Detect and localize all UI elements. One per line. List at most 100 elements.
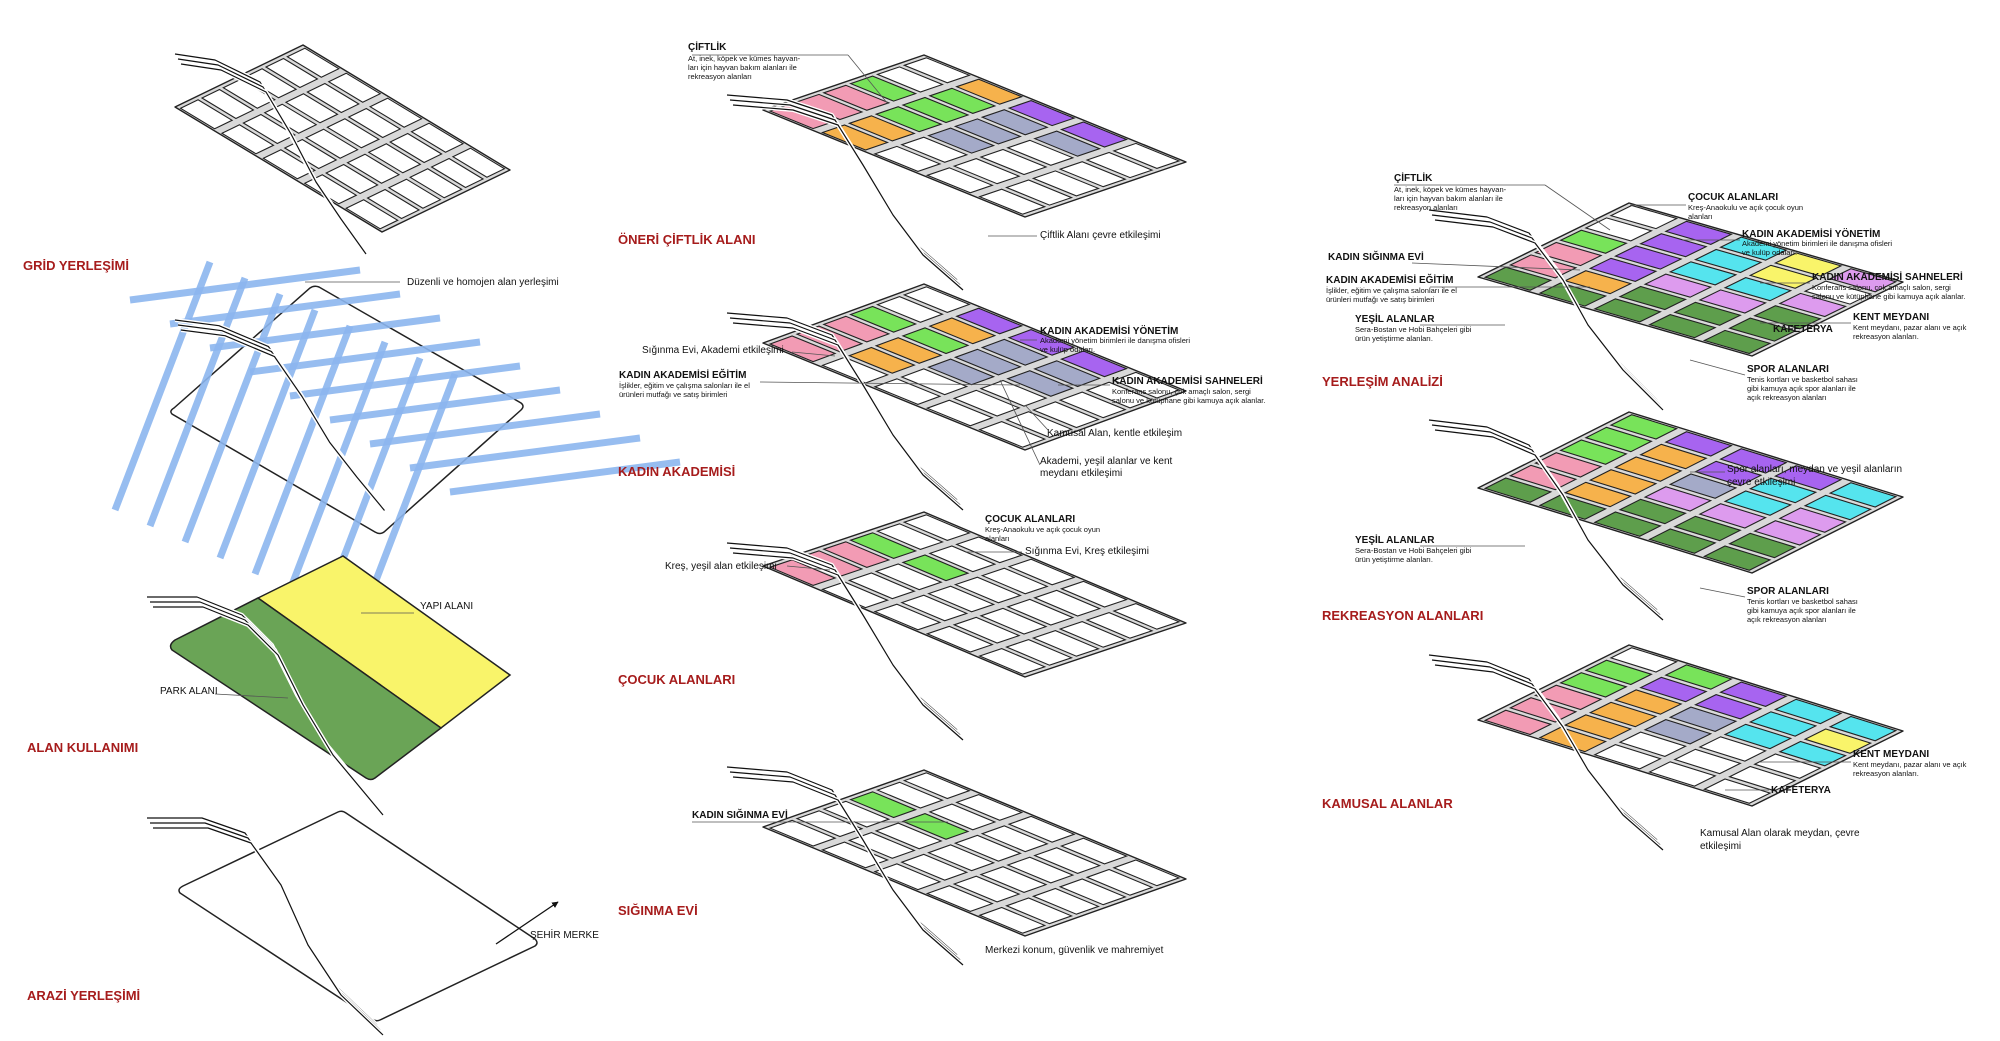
terrain-block: ŞEHİR MERKE ARAZİ YERLEŞİMİ: [27, 810, 599, 1037]
grid-cell: [1588, 469, 1658, 495]
title-siginma-evi: SIĞINMA EVİ: [618, 903, 698, 918]
grid-cell: [901, 327, 970, 355]
k-note-2: etkileşimi: [1700, 841, 1741, 852]
grid-cell: [849, 532, 918, 559]
y-children-desc-1: Kreş-Anaokulu ve açık çocuk oyun: [1688, 203, 1803, 212]
title-kamusal: KAMUSAL ALANLAR: [1322, 796, 1453, 811]
leader-line: [791, 351, 836, 357]
y-green-heading: YEŞİL ALANLAR: [1355, 312, 1435, 325]
road-path: [726, 541, 965, 742]
grid-cell: [952, 616, 1021, 644]
grid-cell: [1668, 261, 1738, 286]
grid-cell: [955, 536, 1024, 564]
grid-cell: [1719, 681, 1788, 707]
grid-cell: [978, 188, 1047, 215]
grid-cell: [925, 625, 994, 653]
grid-cell: [1584, 217, 1653, 242]
grid-cell: [795, 810, 864, 838]
grid-cell: [1773, 698, 1843, 725]
farm-note: Çiftlik Alanı çevre etkileşimi: [1040, 230, 1161, 241]
grid-cell: [1033, 130, 1102, 157]
children-desc-2: alanları: [985, 534, 1010, 543]
grid-cell: [1702, 329, 1772, 355]
grid-cell: [347, 107, 402, 139]
grid-cell: [1031, 887, 1100, 915]
y-farm-desc-2: ları için hayvan bakım alanları ile: [1394, 194, 1503, 203]
y-stage-desc-1: Konferans salonu, çok amaçlı salon, serg…: [1812, 283, 1951, 292]
grid-cell: [1609, 647, 1679, 673]
road-line: [1434, 429, 1664, 621]
grid-cell: [179, 99, 234, 130]
grid-cell: [1005, 411, 1074, 438]
road-path: [174, 52, 368, 256]
grid-cell: [1719, 448, 1788, 474]
grid-cell: [1508, 697, 1578, 723]
grid-cell: [1643, 719, 1713, 745]
grid-cell: [1728, 765, 1797, 792]
grid-cell: [1007, 815, 1076, 843]
grid-cell: [1618, 285, 1688, 311]
grid-cell: [1006, 139, 1075, 166]
grid-cell: [820, 581, 890, 609]
public-diagram: KENT MEYDANI Kent meydanı, pazar alanı v…: [1322, 644, 1967, 852]
grid-cell: [1005, 639, 1074, 666]
grid-line: [216, 308, 319, 560]
r-sport-desc-1: Tenis kortları ve basketbol sahası: [1747, 597, 1858, 606]
grid-layout-block: GRİD YERLEŞİMİ: [23, 44, 511, 273]
grid-plan: [762, 283, 1187, 451]
grid-cell: [768, 559, 837, 586]
y-green-desc-1: Sera-Bostan ve Hobi Bahçeleri gibi: [1355, 325, 1472, 334]
grid-cell: [875, 781, 944, 809]
grid-cell: [980, 567, 1049, 595]
grid-cell: [847, 572, 916, 600]
grid-cell: [1584, 659, 1653, 686]
grid-cell: [874, 822, 943, 850]
grid-cell: [1643, 486, 1713, 512]
grid-cell: [1673, 748, 1742, 775]
grid-cell: [1006, 598, 1075, 626]
title-grid-yerlesimi: GRİD YERLEŞİMİ: [23, 258, 129, 273]
farm-heading: ÇİFTLİK: [688, 40, 727, 53]
grid-cell: [1559, 229, 1628, 254]
y-farm-desc-1: At, inek, köpek ve kümes hayvan-: [1394, 185, 1507, 194]
grid-cell: [1778, 292, 1848, 318]
grid-cell: [1593, 744, 1662, 770]
title-cocuk-alanlari: ÇOCUK ALANLARI: [618, 672, 735, 687]
grid-cell: [873, 145, 942, 172]
grid-cell: [1538, 726, 1608, 753]
grid-cell: [1058, 391, 1127, 419]
grid-cell: [979, 148, 1048, 176]
academy-stage-heading: KADIN AKADEMİSİ SAHNELERİ: [1112, 374, 1263, 387]
grid-cell: [1643, 273, 1713, 298]
site-parcel: [178, 810, 538, 1022]
grid-cell: [927, 585, 996, 613]
grid-cell: [387, 178, 442, 209]
y-sport-heading: SPOR ALANLARI: [1747, 364, 1829, 375]
y-shelter-heading: KADIN SIĞINMA EVİ: [1328, 250, 1424, 263]
grid-cell: [1563, 481, 1633, 508]
grid-cell: [410, 122, 465, 153]
academy-stage-desc-1: Konferans salonu, çok amaçlı salon, serg…: [1112, 387, 1251, 396]
grid-cell: [1614, 456, 1683, 482]
grid-cell: [1007, 100, 1076, 127]
grid-cell: [1609, 204, 1679, 230]
arrow-icon: [495, 901, 559, 945]
grid-cell: [901, 554, 970, 582]
grid-cell: [1673, 515, 1742, 542]
grid-cell: [1748, 477, 1818, 504]
grid-line: [111, 260, 214, 512]
grid-cell: [847, 115, 916, 142]
grid-cell: [873, 863, 942, 891]
grid-cell: [1006, 856, 1075, 884]
grid-cell: [1033, 847, 1102, 874]
grid-cell: [1614, 689, 1683, 715]
grid-plan: [762, 54, 1187, 218]
grid-cell: [1534, 452, 1603, 478]
farm-desc-2: ları için hayvan bakım alanları ile: [688, 63, 797, 72]
y-sport-desc-2: gibi kamuya açık spor alanları ile: [1747, 384, 1856, 393]
label-yapi-alani: YAPI ALANI: [420, 601, 473, 612]
grid-cell: [875, 296, 944, 323]
grid-cell: [1694, 460, 1763, 487]
grid-line: [251, 324, 354, 576]
grid-cell: [900, 594, 969, 622]
